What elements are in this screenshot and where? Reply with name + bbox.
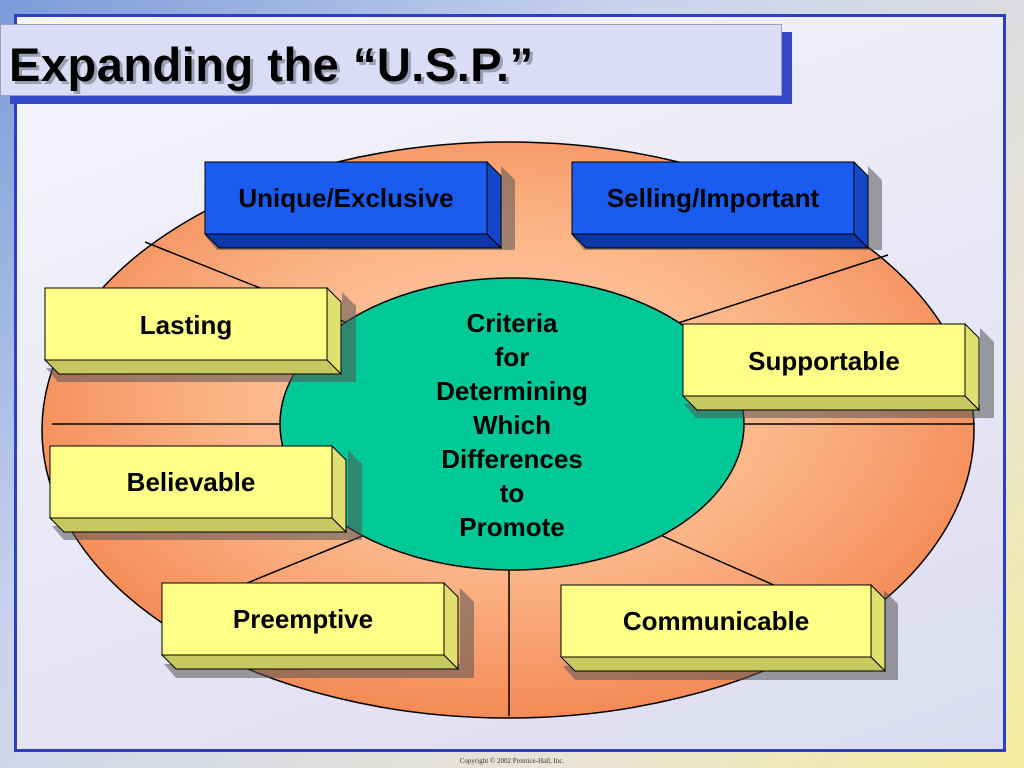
box-preemptive [160, 581, 474, 678]
inner-ellipse [279, 277, 745, 571]
center-criteria-text: Criteria for Determining Which Differenc… [392, 306, 632, 544]
box-selling-important [570, 160, 882, 250]
title-box: Expanding the “U.S.P.” [0, 24, 782, 96]
center-line: Differences [441, 444, 583, 474]
center-line: for [494, 342, 530, 372]
box-believable [48, 444, 362, 540]
center-line: Determining [436, 376, 588, 406]
copyright-notice: Copyright © 2002 Prentice-Hall, Inc. [459, 757, 565, 765]
box-lasting [43, 286, 356, 382]
center-line: to [499, 478, 525, 508]
divider-lines [52, 241, 975, 716]
label-supportable: Supportable [748, 346, 900, 376]
box-communicable [559, 583, 898, 680]
center-line: Criteria [466, 308, 558, 338]
label-communicable: Communicable [622, 606, 810, 636]
slide-title: Expanding the “U.S.P.” [9, 38, 534, 91]
label-unique-exclusive: Unique/Exclusive [238, 183, 454, 213]
center-line: Which [473, 410, 551, 440]
label-lasting: Lasting [139, 310, 233, 340]
box-supportable [681, 322, 994, 418]
box-unique-exclusive [203, 160, 515, 250]
center-line: Promote [459, 512, 565, 542]
label-believable: Believable [126, 467, 256, 497]
label-preemptive: Preemptive [232, 604, 374, 634]
label-selling-important: Selling/Important [606, 183, 820, 213]
